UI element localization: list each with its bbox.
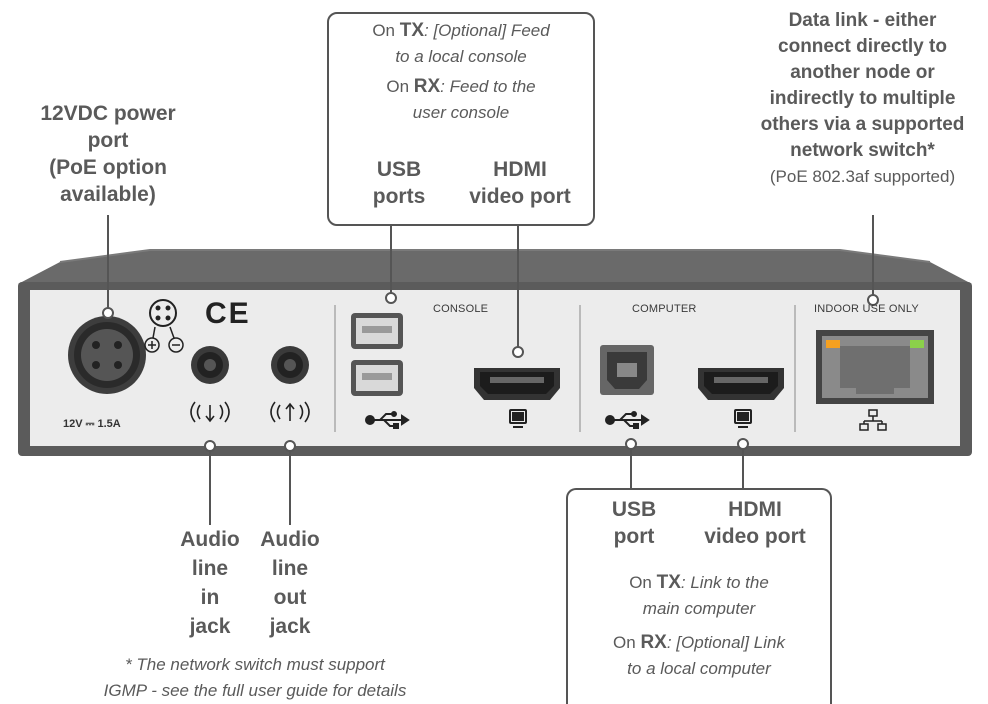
- power-callout-line: (PoE option: [49, 156, 167, 179]
- console-hdmi-port-icon: [474, 368, 560, 400]
- power-port-callout: 12VDC power port (PoE option available): [18, 100, 198, 208]
- computer-usb-symbol-icon: [605, 411, 650, 429]
- console-hdmi-label: HDMI video port: [469, 158, 571, 208]
- console-usb-label: USB ports: [372, 158, 426, 208]
- chassis-top: [18, 250, 972, 284]
- datalink-line: connect directly to: [778, 36, 947, 57]
- console-monitor-symbol-icon: [509, 409, 527, 428]
- ce-mark: CE: [205, 297, 251, 330]
- audio-in-jack-icon: [191, 346, 229, 384]
- computer-section-label: COMPUTER: [632, 303, 697, 315]
- footnote: * The network switch must support IGMP -…: [103, 655, 407, 700]
- computer-hdmi-port-icon: [698, 368, 784, 400]
- computer-callout-box: USB port HDMI video port On TX: Link to …: [566, 488, 832, 704]
- power-rating-label: 12V ⎓ 1.5A: [63, 418, 121, 430]
- computer-usb-b-port-icon: [600, 345, 654, 395]
- audio-out-symbol-icon: [270, 401, 310, 423]
- console-usb-symbol-icon: [365, 411, 410, 429]
- computer-monitor-symbol-icon: [734, 409, 752, 428]
- datalink-line: others via a supported: [760, 114, 965, 135]
- datalink-line: indirectly to multiple: [769, 88, 956, 109]
- console-section-label: CONSOLE: [433, 303, 489, 315]
- console-usb-port-1-icon: [351, 313, 403, 349]
- power-port-icon: [68, 316, 146, 394]
- console-callout-box: On TX: [Optional] Feed to a local consol…: [327, 12, 595, 226]
- pinout-icon: [144, 299, 184, 353]
- audio-in-callout: Audio line in jack: [180, 528, 240, 638]
- computer-tx-note: On TX: Link to the main computer: [629, 572, 769, 618]
- datalink-sub: (PoE 802.3af supported): [769, 167, 956, 186]
- datalink-callout: Data link - either connect directly to a…: [740, 8, 985, 190]
- console-usb-port-2-icon: [351, 360, 403, 396]
- datalink-line: Data link - either: [788, 10, 937, 31]
- computer-rx-note: On RX: [Optional] Link to a local comput…: [613, 632, 785, 678]
- datalink-line: another node or: [790, 62, 935, 83]
- datalink-line: network switch*: [790, 140, 935, 161]
- network-symbol-icon: [859, 409, 887, 431]
- indoor-use-label: INDOOR USE ONLY: [814, 303, 919, 315]
- console-rx-note: On RX: Feed to the user console: [386, 76, 536, 122]
- audio-in-symbol-icon: [190, 401, 230, 423]
- audio-out-jack-icon: [271, 346, 309, 384]
- computer-hdmi-label: HDMI video port: [704, 498, 806, 548]
- console-tx-note: On TX: [Optional] Feed to a local consol…: [372, 20, 550, 66]
- audio-out-callout: Audio line out jack: [260, 528, 320, 638]
- power-callout-line: 12VDC power: [40, 102, 176, 125]
- computer-usb-label: USB port: [611, 498, 657, 548]
- power-callout-line: available): [60, 183, 156, 206]
- ethernet-port-icon: [816, 330, 934, 404]
- power-callout-line: port: [87, 129, 129, 152]
